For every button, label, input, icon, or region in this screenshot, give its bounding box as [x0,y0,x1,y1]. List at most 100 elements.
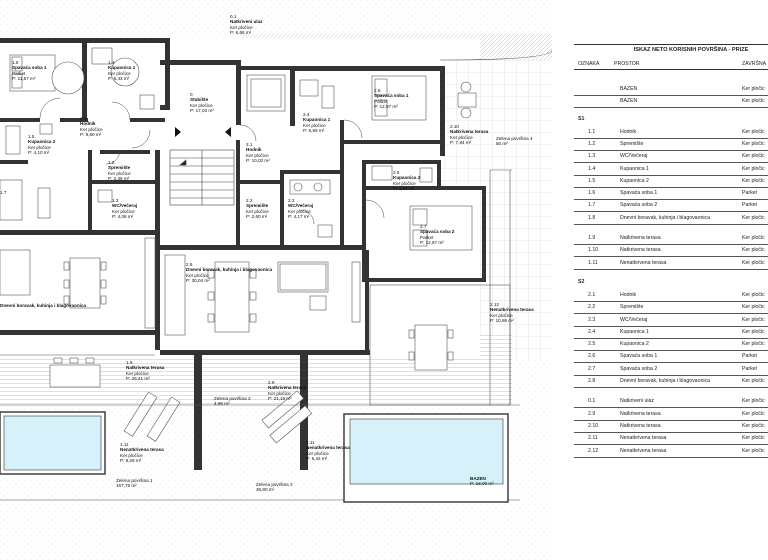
table-row: 2.8 Dnevni boravak, kuhinja i blagovaonic… [574,375,768,388]
row-space: Nenatkrivena terasa [620,447,667,454]
row-code: 2.6 [588,353,596,360]
room-label-1-7: 1.7 [0,190,7,195]
row-finish: Ker pločic [742,140,765,147]
row-space: Spremište [620,140,644,147]
row-code: 2.7 [588,365,596,372]
room-label-1-8: Dnevni boravak, kuhinja i blagovaonica [0,303,87,308]
row-code: 2.3 [588,316,596,323]
row-finish: Ker pločic [742,128,765,135]
row-finish: Ker pločic [742,328,765,335]
row-finish: Ker pločic [742,435,765,442]
row-space: Kupaonica 2 [620,341,649,348]
row-code: 1.8 [588,214,596,221]
row-space: Kupaonica 1 [620,328,649,335]
row-finish: Ker pločic [742,235,765,241]
row-finish: Ker pločic [742,86,765,92]
row-code: 2.1 [588,291,596,298]
row-finish: Ker pločic [742,247,765,254]
row-code: 2.12 [588,447,599,454]
row-space: Natkrivena terasa [620,410,661,417]
section-label: S1 [578,115,585,122]
row-finish: Parket [742,365,757,372]
row-code: 1.9 [588,235,596,241]
row-code: 2.2 [588,304,596,311]
row-finish: Parket [742,202,757,209]
header-zavrsna: ZAVRŠNA [742,61,767,67]
table-row: BAZEN Ker pločic [574,95,768,109]
table-title: ISKAZ NETO KORISNIH POVRŠINA - PRIZE [633,47,749,53]
row-finish: Ker pločic [742,422,765,429]
row-code: 2.11 [588,435,598,442]
header-oznaka: OZNAKA [578,61,600,67]
row-space: WC/Večeraj [620,316,648,323]
row-code: 0.1 [588,398,596,405]
section-label: S2 [578,278,585,285]
table-row: 2.5 Kupaonica 2 Ker pločic [574,338,768,352]
row-finish: Ker pločic [742,304,765,311]
row-space: Spavaća soba 1 [620,353,658,360]
table-row: 1.9 Natkrivena terasa Ker pločic [574,232,768,245]
row-code: 1.2 [588,140,596,147]
row-finish: Ker pločic [742,177,765,184]
table-row: BAZEN Ker pločic [574,83,768,96]
row-finish: Ker pločic [742,398,765,405]
row-code: 2.5 [588,341,596,348]
row-code: 1.6 [588,190,596,197]
row-finish: Ker pločic [742,98,765,105]
row-space: Hodnik [620,291,637,298]
row-finish: Ker pločic [742,378,765,384]
row-finish: Ker pločic [742,447,765,454]
table-row: 2.1 Hodnik Ker pločic [574,289,768,302]
table-row: 2.12 Nenatkrivena terasa Ker pločic [574,445,768,458]
floor-plan-drawing [0,0,552,560]
row-space: Spavaća soba 2 [620,365,658,372]
row-finish: Parket [742,353,757,360]
row-space: Spavaća soba 1 [620,190,658,197]
table-row: 2.6 Spavaća soba 1 Parket [574,350,768,364]
row-code: 1.1 [588,128,596,135]
row-code: 1.4 [588,165,596,172]
row-finish: Ker pločic [742,214,765,221]
row-space: BAZEN [620,98,638,105]
row-code: 2.4 [588,328,596,335]
table-row: 1.2 Spremište Ker pločic [574,138,768,151]
row-space: Natkrivena terasa [620,235,661,241]
row-code: 2.8 [588,378,596,384]
row-space: Kupaonica 2 [620,177,649,184]
row-code: 1.3 [588,153,596,160]
row-space: Nenatkrivena terasa [620,259,667,266]
row-finish: Ker pločic [742,291,765,298]
row-space: Dnevni boravak, kuhinja i blagovaonica [620,378,710,384]
row-space: BAZEN [620,86,638,92]
row-finish: Ker pločic [742,341,765,348]
